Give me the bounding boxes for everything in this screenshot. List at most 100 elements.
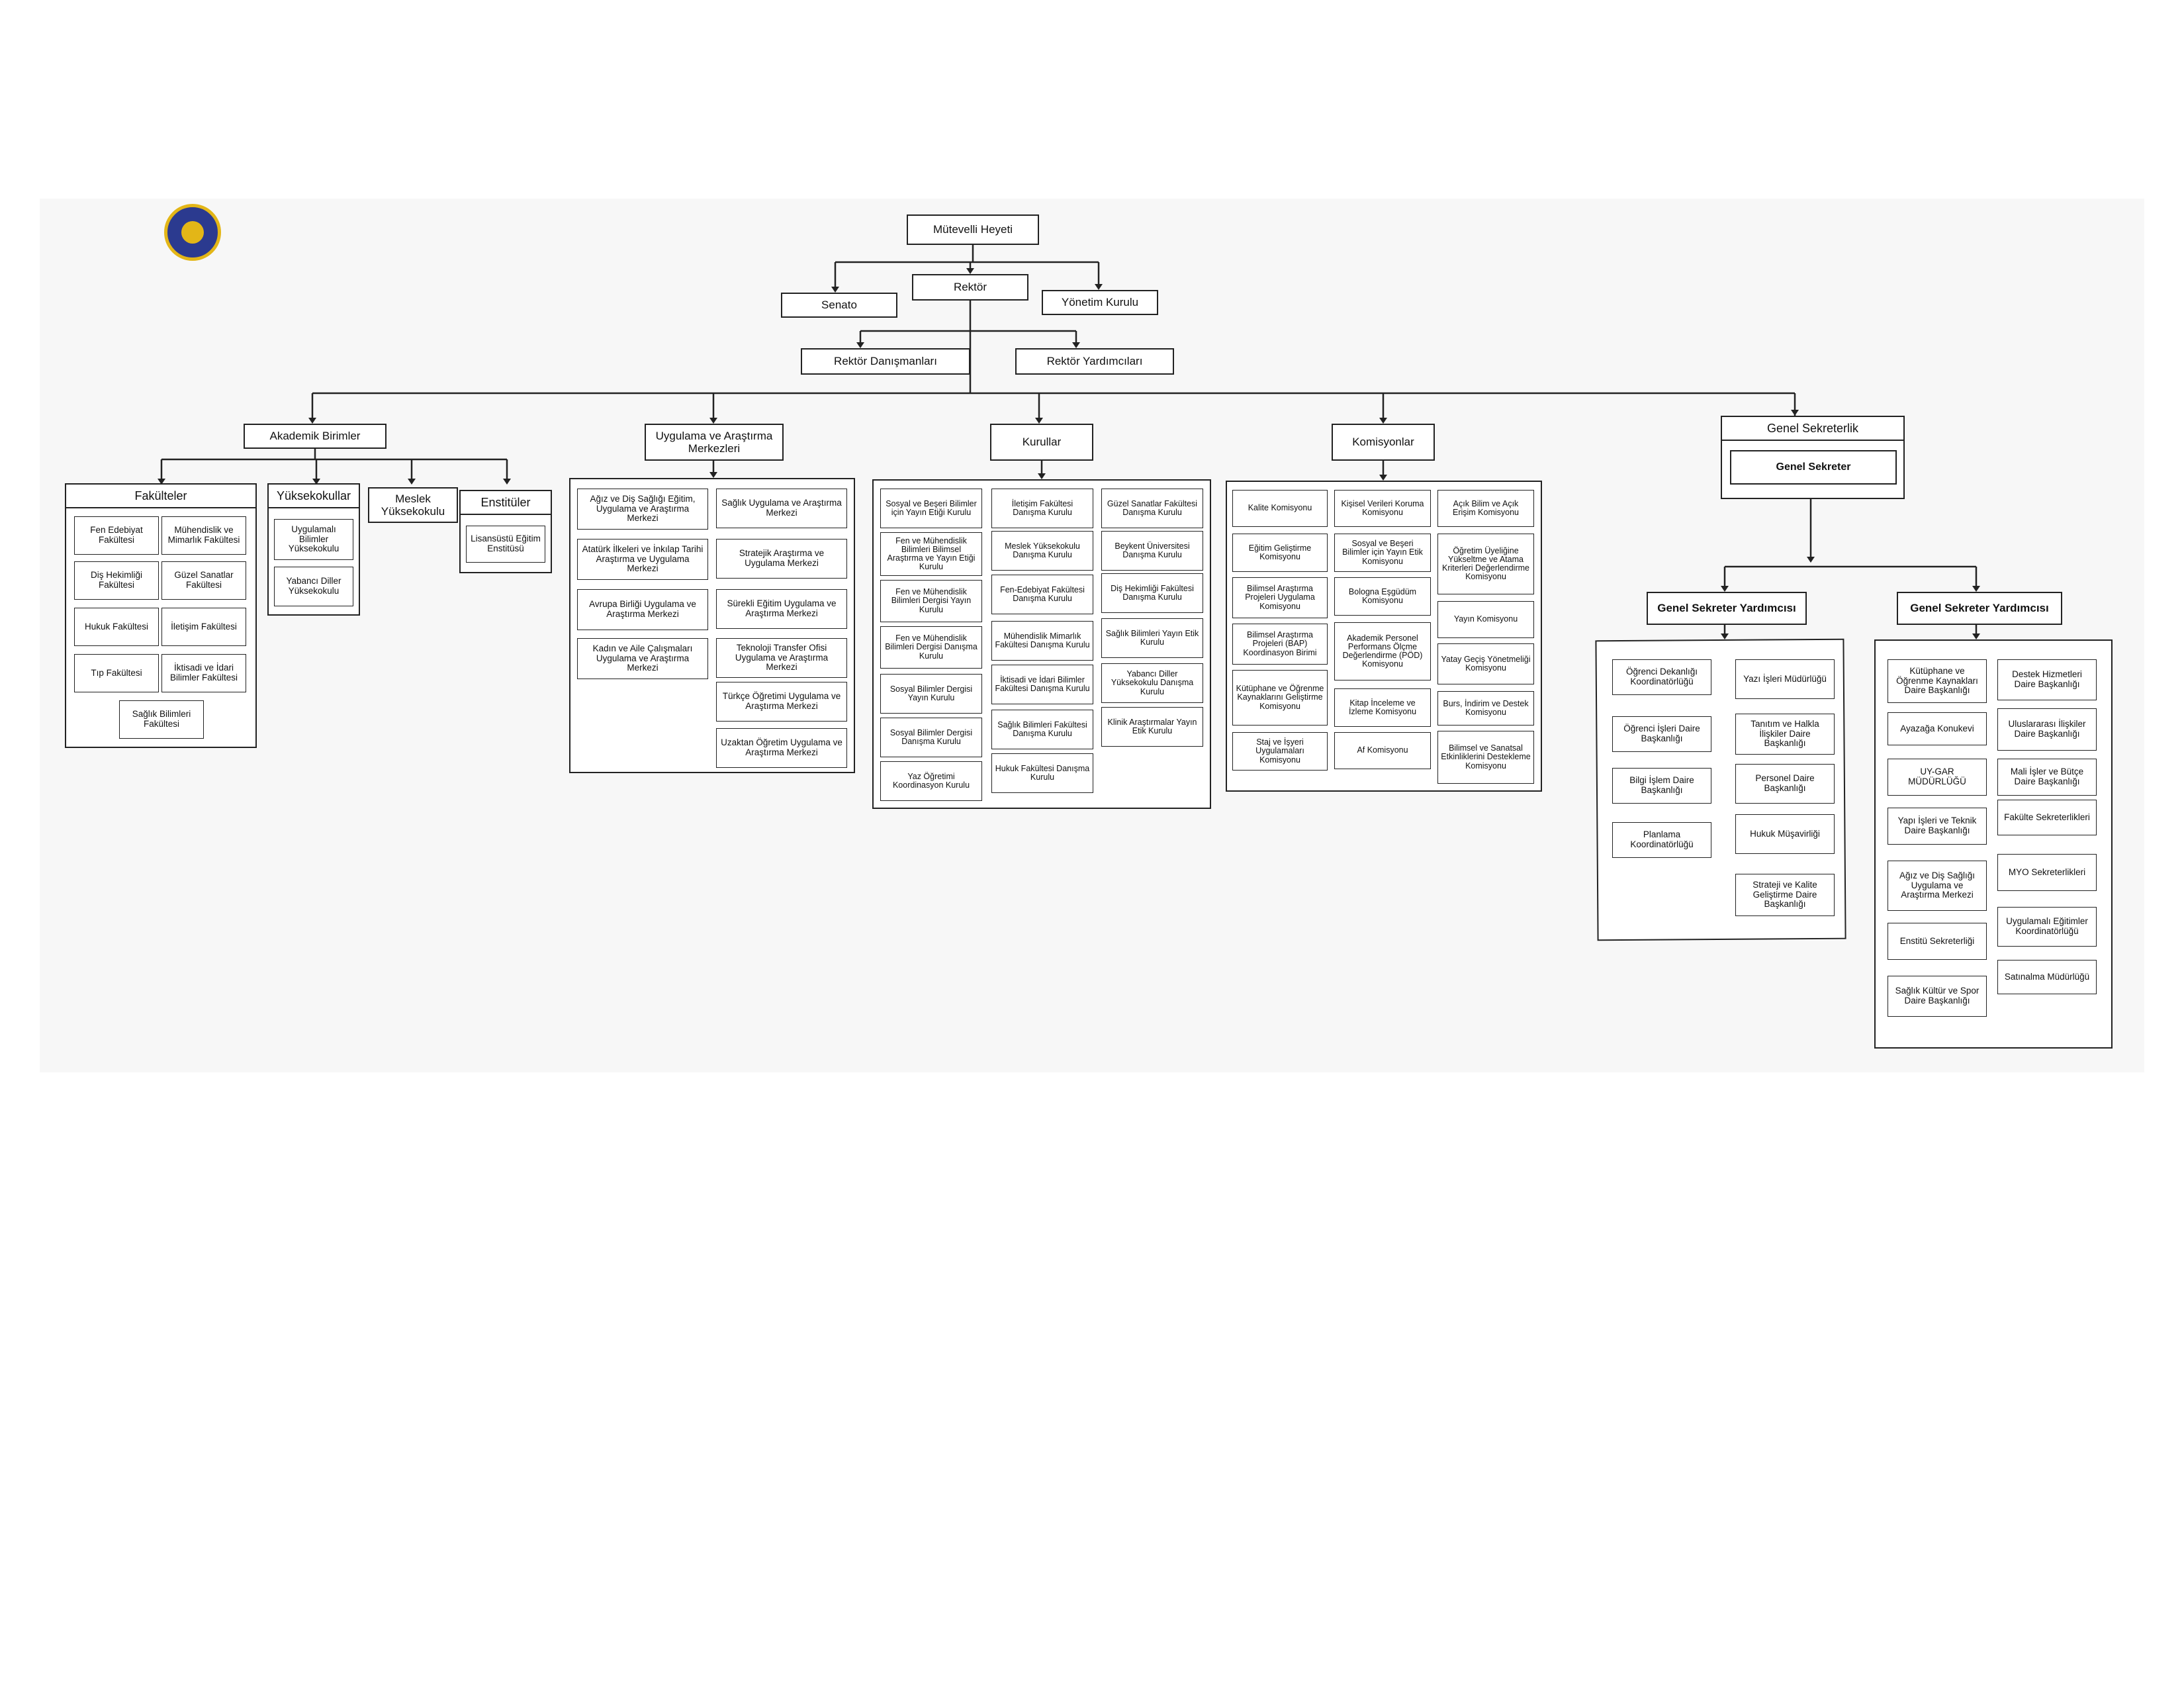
research-center-item: Sağlık Uygulama ve Araştırma Merkezi: [716, 489, 847, 528]
research-center-item: Stratejik Araştırma ve Uygulama Merkezi: [716, 539, 847, 579]
commission-item: Eğitim Geliştirme Komisyonu: [1232, 534, 1328, 572]
deputy-secretary-left: Genel Sekreter Yardımcısı: [1647, 592, 1807, 625]
faculty-item: İletişim Fakültesi: [161, 608, 246, 646]
secretariat-unit: Personel Daire Başkanlığı: [1735, 764, 1835, 804]
research-centers-header: Uygulama ve Araştırma Merkezleri: [645, 424, 784, 461]
vocational-school: Meslek Yüksekokulu: [368, 487, 458, 523]
commission-item: Bologna Eşgüdüm Komisyonu: [1334, 577, 1431, 616]
commission-item: Staj ve İşyeri Uygulamaları Komisyonu: [1232, 732, 1328, 771]
secretariat-unit: Destek Hizmetleri Daire Başkanlığı: [1997, 659, 2097, 700]
secretariat-unit: Yazı İşleri Müdürlüğü: [1735, 659, 1835, 699]
commission-item: Bilimsel ve Sanatsal Etkinliklerini Dest…: [1437, 731, 1534, 784]
institute-item: Lisansüstü Eğitim Enstitüsü: [466, 526, 545, 563]
faculty-item: Tıp Fakültesi: [74, 654, 159, 692]
secretariat-unit: Fakülte Sekreterlikleri: [1997, 800, 2097, 835]
council-item: Meslek Yüksekokulu Danışma Kurulu: [991, 531, 1093, 571]
council-item: Klinik Araştırmalar Yayın Etik Kurulu: [1101, 707, 1203, 747]
secretariat-unit: Öğrenci İşleri Daire Başkanlığı: [1612, 716, 1711, 752]
secretariat-unit: Planlama Koordinatörlüğü: [1612, 822, 1711, 858]
vice-rectors: Rektör Yardımcıları: [1015, 348, 1174, 375]
secretariat-unit: Uluslararası İlişkiler Daire Başkanlığı: [1997, 708, 2097, 751]
council-item: Sağlık Bilimleri Fakültesi Danışma Kurul…: [991, 710, 1093, 749]
council-item: Fen ve Mühendislik Bilimleri Dergisi Yay…: [880, 580, 982, 622]
commission-item: Yayın Komisyonu: [1437, 601, 1534, 638]
secretariat-unit: MYO Sekreterlikleri: [1997, 854, 2097, 891]
institutes-title: Enstitüler: [461, 491, 551, 515]
council-item: Sosyal Bilimler Dergisi Danışma Kurulu: [880, 718, 982, 757]
research-center-item: Atatürk İlkeleri ve İnkılap Tarihi Araşt…: [577, 539, 708, 580]
commission-item: Kişisel Verileri Koruma Komisyonu: [1334, 490, 1431, 527]
commission-item: Akademik Personel Performans Ölçme Değer…: [1334, 622, 1431, 680]
secretariat-unit: Sağlık Kültür ve Spor Daire Başkanlığı: [1888, 976, 1987, 1017]
commissions-header: Komisyonlar: [1332, 424, 1435, 461]
faculties-title: Fakülteler: [66, 485, 255, 508]
council-item: Güzel Sanatlar Fakültesi Danışma Kurulu: [1101, 489, 1203, 528]
secretariat-unit: Enstitü Sekreterliği: [1888, 923, 1987, 960]
council-item: Yabancı Diller Yüksekokulu Danışma Kurul…: [1101, 663, 1203, 703]
commission-item: Öğretim Üyeliğine Yükseltme ve Atama Kri…: [1437, 534, 1534, 594]
general-secretary: Genel Sekreter: [1730, 450, 1897, 485]
secretariat-unit: Bilgi İşlem Daire Başkanlığı: [1612, 768, 1711, 804]
council-item: Sağlık Bilimleri Yayın Etik Kurulu: [1101, 618, 1203, 658]
council-item: Beykent Üniversitesi Danışma Kurulu: [1101, 531, 1203, 571]
general-secretariat-title: Genel Sekreterlik: [1722, 417, 1903, 441]
secretariat-unit: Tanıtım ve Halkla İlişkiler Daire Başkan…: [1735, 714, 1835, 755]
senate: Senato: [781, 293, 897, 318]
research-center-item: Ağız ve Diş Sağlığı Eğitim, Uygulama ve …: [577, 489, 708, 530]
school-item: Uygulamalı Bilimler Yüksekokulu: [274, 519, 353, 560]
secretariat-unit: Uygulamalı Eğitimler Koordinatörlüğü: [1997, 907, 2097, 947]
management-board: Yönetim Kurulu: [1042, 290, 1158, 315]
research-center-item: Teknoloji Transfer Ofisi Uygulama ve Ara…: [716, 638, 847, 678]
faculty-item: İktisadi ve İdari Bilimler Fakültesi: [161, 654, 246, 692]
faculty-item: Hukuk Fakültesi: [74, 608, 159, 646]
schools-title: Yüksekokullar: [269, 485, 359, 508]
secretariat-unit: Kütüphane ve Öğrenme Kaynakları Daire Ba…: [1888, 659, 1987, 703]
council-item: Fen ve Mühendislik Bilimleri Dergisi Dan…: [880, 626, 982, 669]
research-center-item: Avrupa Birliği Uygulama ve Araştırma Mer…: [577, 589, 708, 630]
deputy-secretary-right: Genel Sekreter Yardımcısı: [1897, 592, 2062, 625]
secretariat-unit: Satınalma Müdürlüğü: [1997, 960, 2097, 994]
research-center-item: Türkçe Öğretimi Uygulama ve Araştırma Me…: [716, 682, 847, 722]
faculty-item: Mühendislik ve Mimarlık Fakültesi: [161, 516, 246, 555]
rector: Rektör: [912, 274, 1028, 301]
council-item: Diş Hekimliği Fakültesi Danışma Kurulu: [1101, 573, 1203, 613]
council-item: Fen ve Mühendislik Bilimleri Bilimsel Ar…: [880, 532, 982, 576]
council-item: Sosyal Bilimler Dergisi Yayın Kurulu: [880, 674, 982, 714]
secretariat-unit: Hukuk Müşavirliği: [1735, 814, 1835, 854]
faculty-item: Sağlık Bilimleri Fakültesi: [119, 700, 204, 739]
council-item: Sosyal ve Beşeri Bilimler için Yayın Eti…: [880, 489, 982, 528]
secretariat-unit: Ağız ve Diş Sağlığı Uygulama ve Araştırm…: [1888, 861, 1987, 911]
commission-item: Sosyal ve Beşeri Bilimler için Yayın Eti…: [1334, 534, 1431, 572]
board-of-trustees: Mütevelli Heyeti: [907, 214, 1039, 245]
university-seal-icon: [164, 204, 221, 261]
faculty-item: Fen Edebiyat Fakültesi: [74, 516, 159, 555]
faculty-item: Diş Hekimliği Fakültesi: [74, 561, 159, 600]
secretariat-unit: Strateji ve Kalite Geliştirme Daire Başk…: [1735, 874, 1835, 916]
council-item: Yaz Öğretimi Koordinasyon Kurulu: [880, 761, 982, 801]
rector-advisors: Rektör Danışmanları: [801, 348, 970, 375]
academic-units: Akademik Birimler: [244, 424, 387, 449]
commission-item: Kitap İnceleme ve İzleme Komisyonu: [1334, 688, 1431, 727]
faculty-item: Güzel Sanatlar Fakültesi: [161, 561, 246, 600]
commission-item: Kalite Komisyonu: [1232, 490, 1328, 527]
council-item: Fen-Edebiyat Fakültesi Danışma Kurulu: [991, 575, 1093, 614]
commission-item: Bilimsel Araştırma Projeleri (BAP) Koord…: [1232, 624, 1328, 665]
commission-item: Kütüphane ve Öğrenme Kaynaklarını Gelişt…: [1232, 670, 1328, 726]
research-center-item: Sürekli Eğitim Uygulama ve Araştırma Mer…: [716, 589, 847, 629]
general-secretariat: Genel Sekreterlik Genel Sekreter: [1721, 416, 1905, 499]
school-item: Yabancı Diller Yüksekokulu: [274, 567, 353, 606]
commission-item: Af Komisyonu: [1334, 732, 1431, 769]
council-item: Mühendislik Mimarlık Fakültesi Danışma K…: [991, 621, 1093, 661]
commission-item: Açık Bilim ve Açık Erişim Komisyonu: [1437, 490, 1534, 527]
commission-item: Burs, İndirim ve Destek Komisyonu: [1437, 691, 1534, 726]
council-item: İktisadi ve İdari Bilimler Fakültesi Dan…: [991, 665, 1093, 704]
secretariat-unit: Öğrenci Dekanlığı Koordinatörlüğü: [1612, 659, 1711, 695]
commission-item: Bilimsel Araştırma Projeleri Uygulama Ko…: [1232, 577, 1328, 618]
secretariat-unit: UY-GAR MÜDÜRLÜĞÜ: [1888, 759, 1987, 796]
research-center-item: Uzaktan Öğretim Uygulama ve Araştırma Me…: [716, 728, 847, 768]
secretariat-unit: Mali İşler ve Bütçe Daire Başkanlığı: [1997, 759, 2097, 796]
council-item: Hukuk Fakültesi Danışma Kurulu: [991, 753, 1093, 793]
council-item: İletişim Fakültesi Danışma Kurulu: [991, 489, 1093, 528]
secretariat-unit: Yapı İşleri ve Teknik Daire Başkanlığı: [1888, 808, 1987, 845]
